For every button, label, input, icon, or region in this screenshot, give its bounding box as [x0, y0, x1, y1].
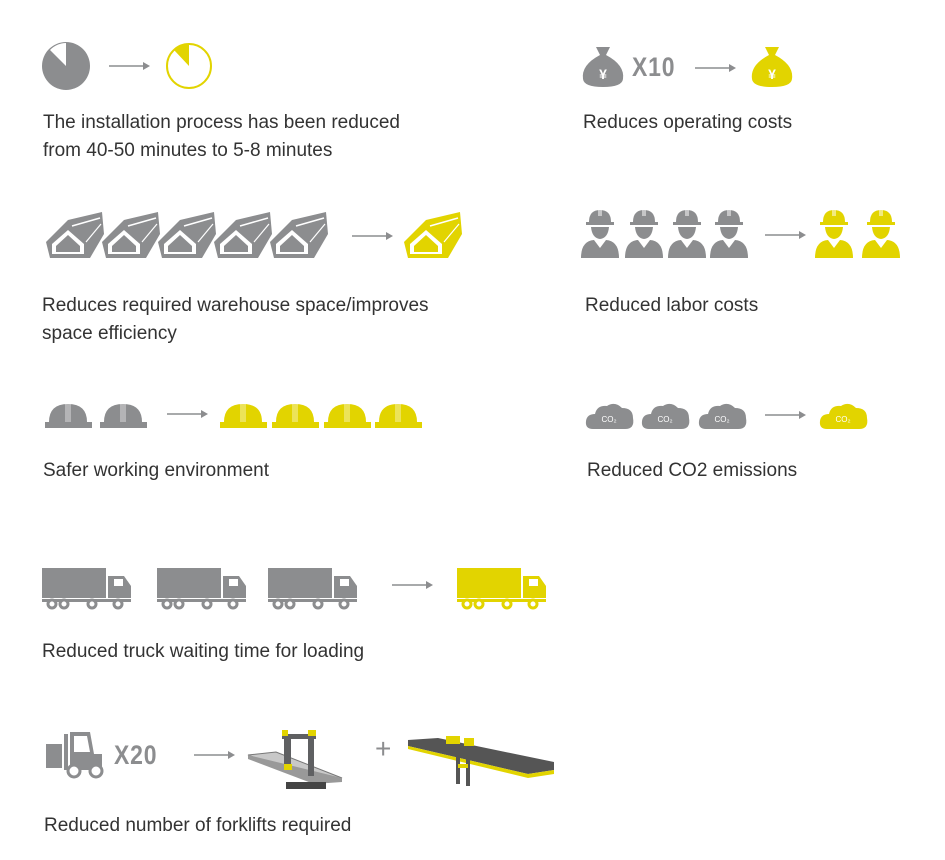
- clock-pie-gray-icon: [42, 42, 90, 90]
- warehouse-gray-icon: [269, 211, 329, 259]
- arrow-right-icon: [764, 230, 807, 240]
- worker-gray-icon: [625, 208, 663, 258]
- multiplier-x20: X20: [114, 740, 158, 770]
- caption-line: Reduced truck waiting time for loading: [42, 641, 365, 662]
- arrow-right-icon: [108, 61, 151, 71]
- warehouse-yellow-icon: [403, 211, 463, 259]
- arrow-right-icon: [166, 409, 209, 419]
- hard-hat-yellow-icon: [220, 404, 267, 428]
- multiplier-x10: X10: [632, 52, 676, 82]
- money-bag-yellow-icon: [751, 47, 793, 87]
- worker-gray-icon: [581, 208, 619, 258]
- loading-platform-machine-icon: [247, 730, 343, 789]
- caption-line: from 40-50 minutes to 5-8 minutes: [43, 140, 333, 161]
- co2-cloud-gray-icon: [698, 403, 747, 429]
- caption-line: Safer working environment: [43, 460, 269, 481]
- hard-hat-gray-icon: [100, 404, 147, 428]
- caption: Reduced CO2 emissions: [587, 457, 797, 485]
- caption: Reduced truck waiting time for loading: [42, 638, 364, 666]
- hard-hat-yellow-icon: [324, 404, 371, 428]
- co2-cloud-yellow-icon: [819, 403, 868, 429]
- warehouse-gray-icon: [101, 211, 161, 259]
- caption-line: space efficiency: [42, 323, 177, 344]
- plus-sign: +: [375, 733, 392, 764]
- warehouse-gray-icon: [45, 211, 105, 259]
- caption-line: Reduced number of forklifts required: [44, 815, 352, 836]
- arrow-right-icon: [694, 63, 737, 73]
- hard-hat-yellow-icon: [272, 404, 319, 428]
- hard-hat-gray-icon: [45, 404, 92, 428]
- hard-hat-yellow-icon: [375, 404, 422, 428]
- caption-line: Reduces required warehouse space/improve…: [42, 295, 429, 316]
- caption-line: Reduces operating costs: [583, 112, 793, 133]
- arrow-right-icon: [193, 750, 236, 760]
- worker-gray-icon: [668, 208, 706, 258]
- arrow-right-icon: [391, 580, 434, 590]
- warehouse-gray-icon: [213, 211, 273, 259]
- warehouse-gray-icon: [157, 211, 217, 259]
- caption-line: Reduced CO2 emissions: [587, 460, 798, 481]
- caption: Reduced labor costs: [585, 292, 758, 320]
- caption-line: The installation process has been reduce…: [43, 112, 401, 133]
- truck-yellow-icon: [455, 566, 548, 610]
- worker-yellow-icon: [815, 208, 853, 258]
- truck-gray-icon: [266, 566, 359, 610]
- caption: Reduces required warehouse space/improve…: [42, 292, 429, 348]
- arrow-right-icon: [351, 231, 394, 241]
- caption: The installation process has been reduce…: [43, 109, 400, 165]
- worker-gray-icon: [710, 208, 748, 258]
- arrow-right-icon: [764, 410, 807, 420]
- truck-gray-icon: [40, 566, 133, 610]
- truck-gray-icon: [155, 566, 248, 610]
- forklift-gray-icon: [46, 732, 104, 779]
- co2-cloud-gray-icon: [641, 403, 690, 429]
- clock-pie-yellow-icon: [166, 43, 212, 89]
- co2-cloud-gray-icon: [585, 403, 634, 429]
- caption-line: Reduced labor costs: [585, 295, 759, 316]
- worker-yellow-icon: [862, 208, 900, 258]
- money-bag-gray-icon: [582, 47, 624, 87]
- caption: Reduced number of forklifts required: [44, 812, 351, 840]
- gantry-loader-machine-icon: [408, 736, 554, 786]
- caption: Safer working environment: [43, 457, 269, 485]
- caption: Reduces operating costs: [583, 109, 792, 137]
